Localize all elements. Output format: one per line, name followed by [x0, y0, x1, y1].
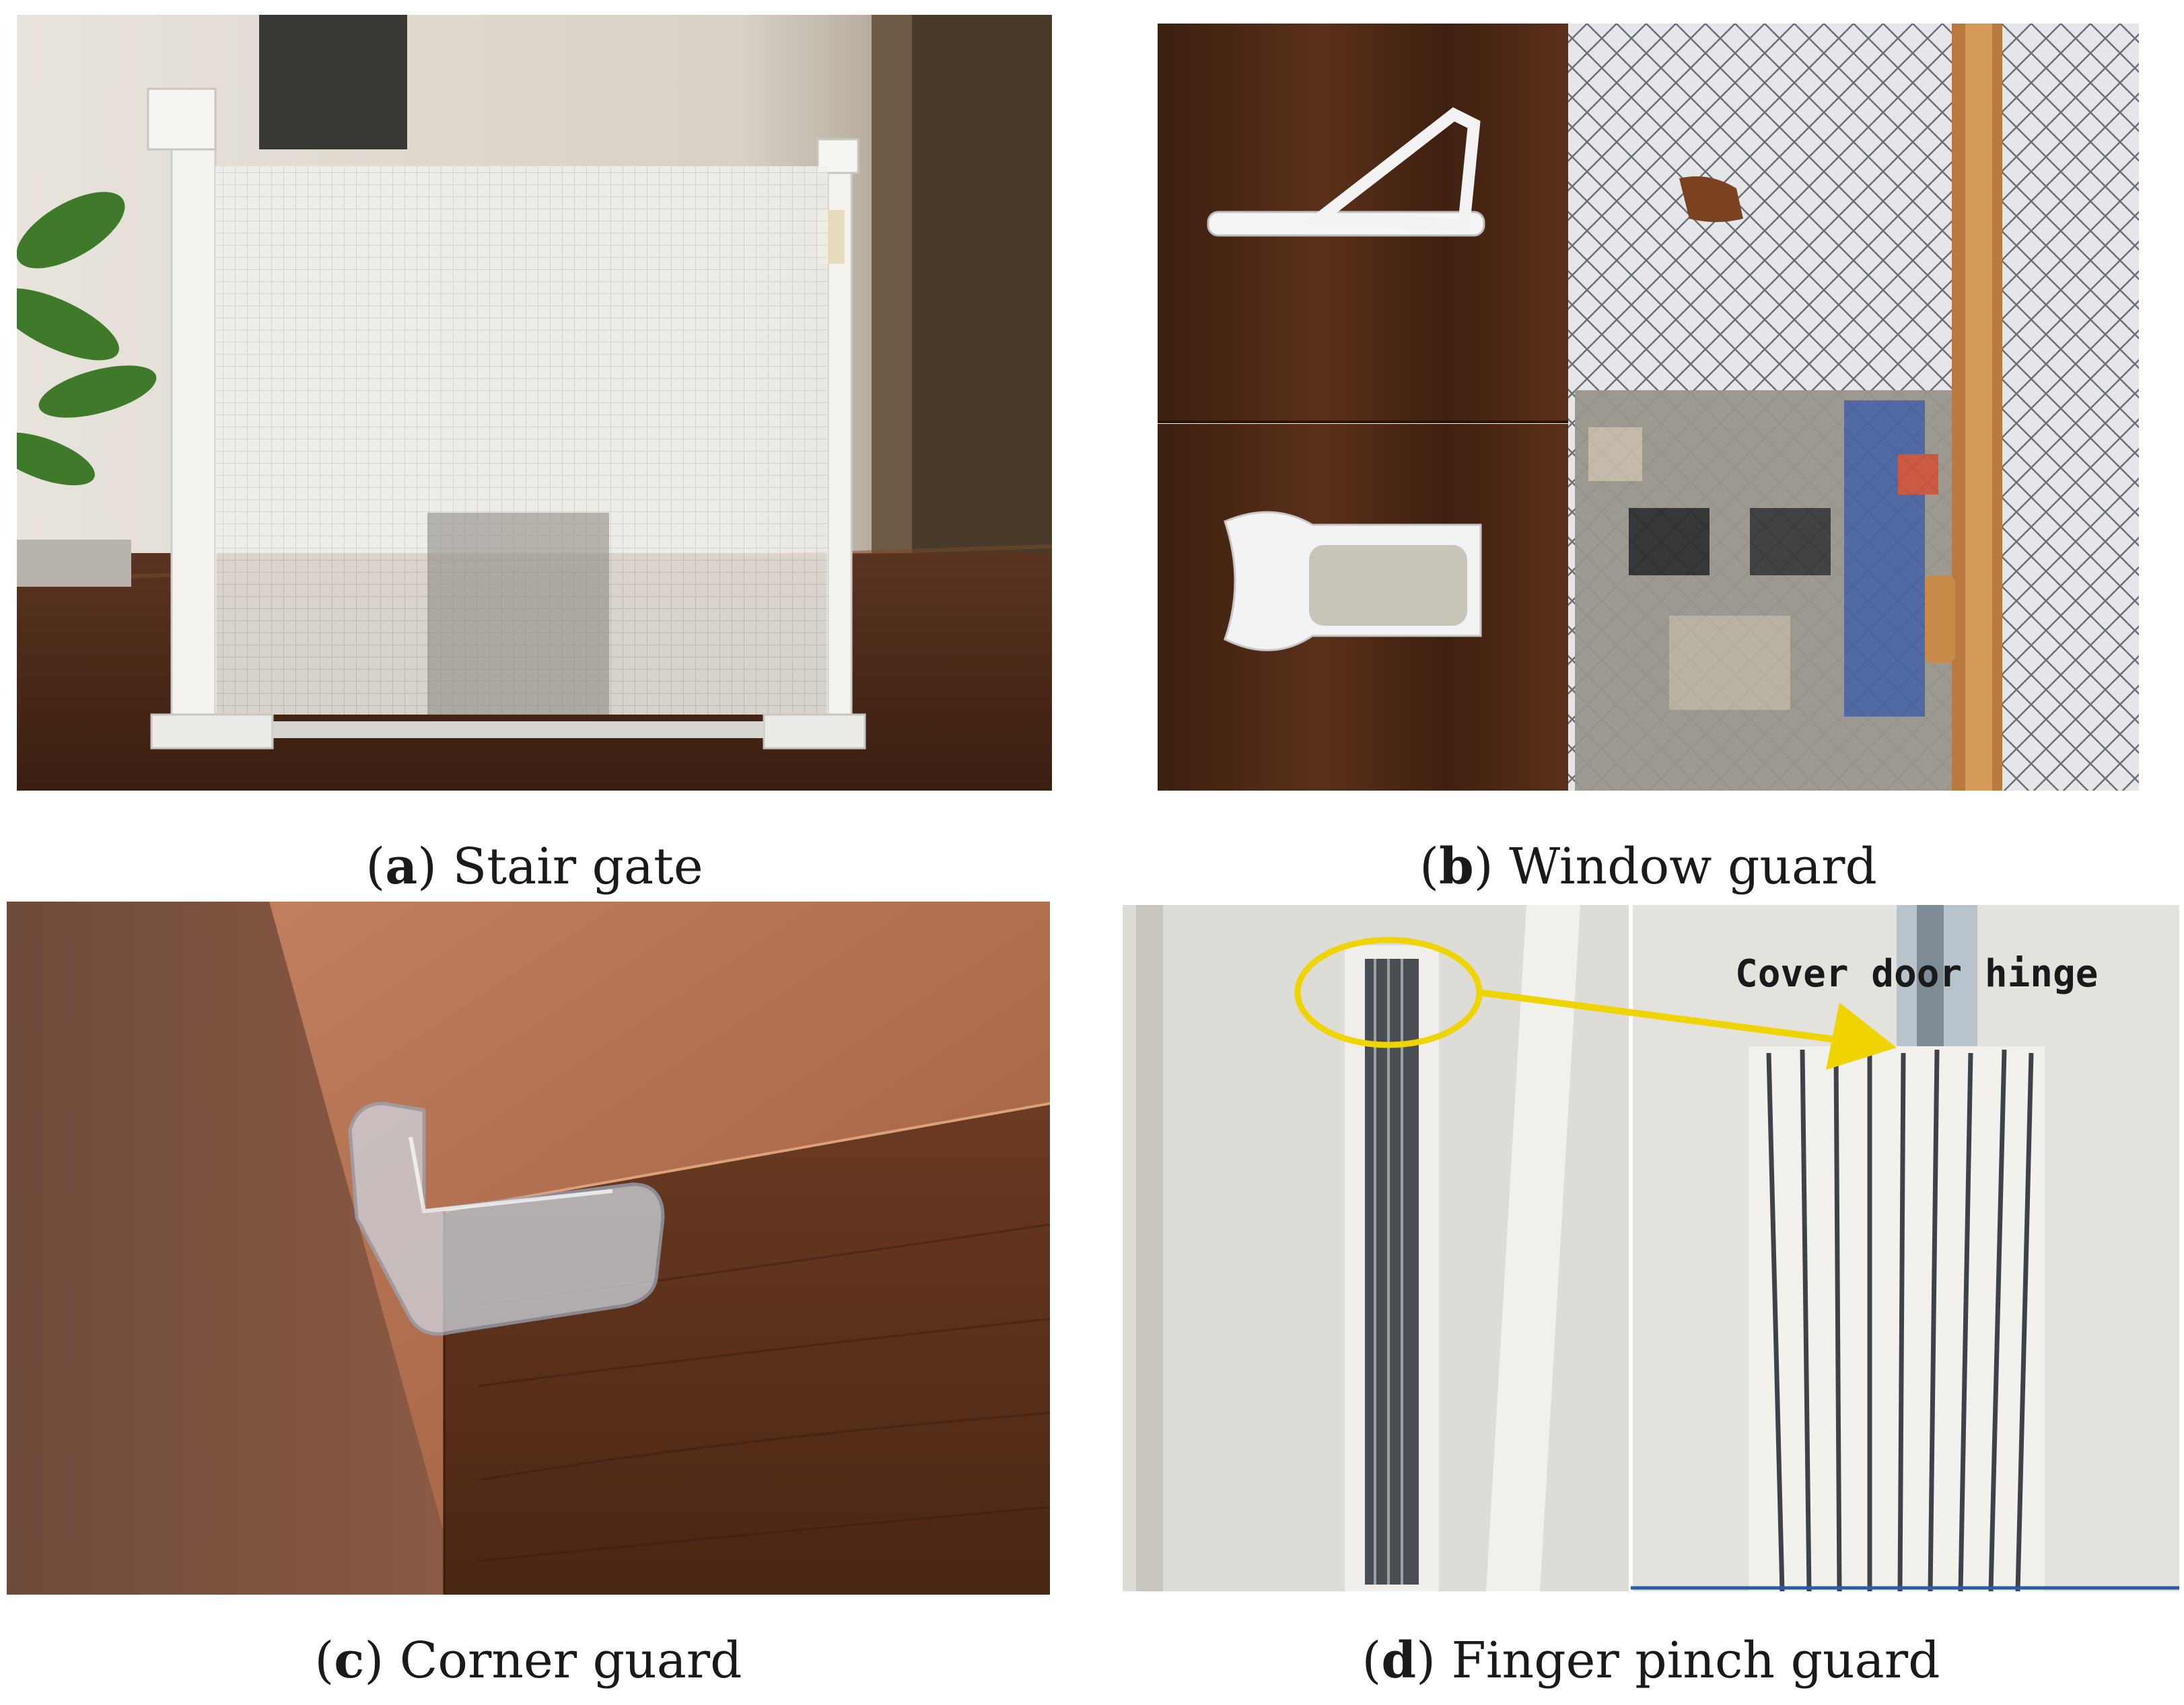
- photo-finger-pinch-guard: Cover door hinge: [1123, 905, 2179, 1591]
- caption-b: (b) Window guard: [1419, 838, 1877, 896]
- caption-b-letter: b: [1438, 838, 1474, 896]
- caption-d-text: Finger pinch guard: [1451, 1632, 1940, 1690]
- caption-d: (d) Finger pinch guard: [1362, 1632, 1940, 1690]
- caption-a-text: Stair gate: [452, 838, 703, 896]
- photo-stair-gate: [17, 15, 1052, 791]
- caption-c: (c) Corner guard: [314, 1632, 742, 1690]
- arrow-icon: [1826, 1003, 1897, 1070]
- caption-b-text: Window guard: [1509, 838, 1877, 896]
- caption-c-letter: c: [334, 1632, 365, 1690]
- caption-d-letter: d: [1381, 1632, 1417, 1690]
- caption-a-letter: a: [385, 838, 418, 896]
- caption-a: (a) Stair gate: [365, 838, 703, 896]
- photo-corner-guard: [7, 902, 1050, 1595]
- photo-window-guard: [1158, 24, 2139, 791]
- caption-c-text: Corner guard: [399, 1632, 742, 1690]
- annotation-label: Cover door hinge: [1735, 952, 2099, 996]
